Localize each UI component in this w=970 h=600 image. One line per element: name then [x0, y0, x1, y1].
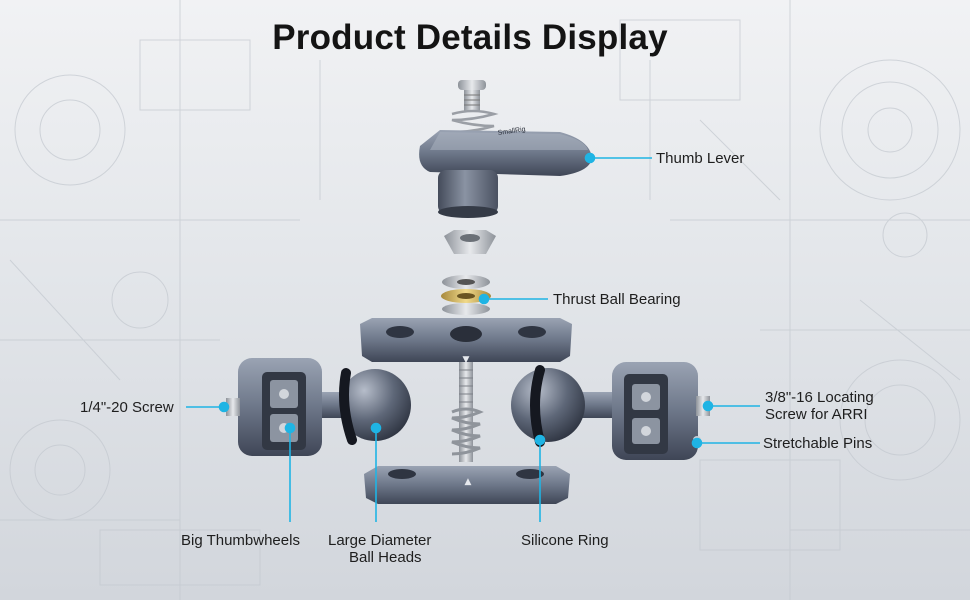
- label-ball-heads-line2: Ball Heads: [349, 549, 422, 566]
- upper-clamp-plate: ▼: [360, 318, 572, 365]
- hex-nut: [444, 230, 496, 254]
- label-silicone-ring: Silicone Ring: [521, 532, 609, 549]
- thumb-lever: SmallRig: [419, 126, 592, 218]
- chevron-up-icon: ▲: [465, 477, 472, 487]
- label-locating-screw-line1: 3/8"-16 Locating: [765, 389, 874, 406]
- chevron-down-icon: ▼: [463, 355, 470, 365]
- left-arm: [226, 358, 411, 456]
- top-screw: [451, 80, 499, 134]
- right-arm: [511, 362, 710, 460]
- label-thrust-ball-bearing: Thrust Ball Bearing: [553, 291, 681, 308]
- label-thumb-lever: Thumb Lever: [656, 150, 745, 167]
- svg-text:SmallRig: SmallRig: [497, 126, 526, 137]
- callout-lines: [186, 152, 760, 522]
- label-quarter-20-screw: 1/4"-20 Screw: [80, 399, 174, 416]
- label-big-thumbwheels: Big Thumbwheels: [181, 532, 300, 549]
- thrust-ball-bearing: [441, 275, 491, 315]
- lower-clamp-plate: ▲: [364, 466, 570, 504]
- label-ball-heads-line1: Large Diameter: [328, 532, 432, 549]
- label-stretchable-pins: Stretchable Pins: [763, 435, 873, 452]
- page-title: Product Details Display: [272, 18, 668, 57]
- label-locating-screw-line2: Screw for ARRI: [765, 406, 868, 423]
- center-rod: [451, 362, 484, 462]
